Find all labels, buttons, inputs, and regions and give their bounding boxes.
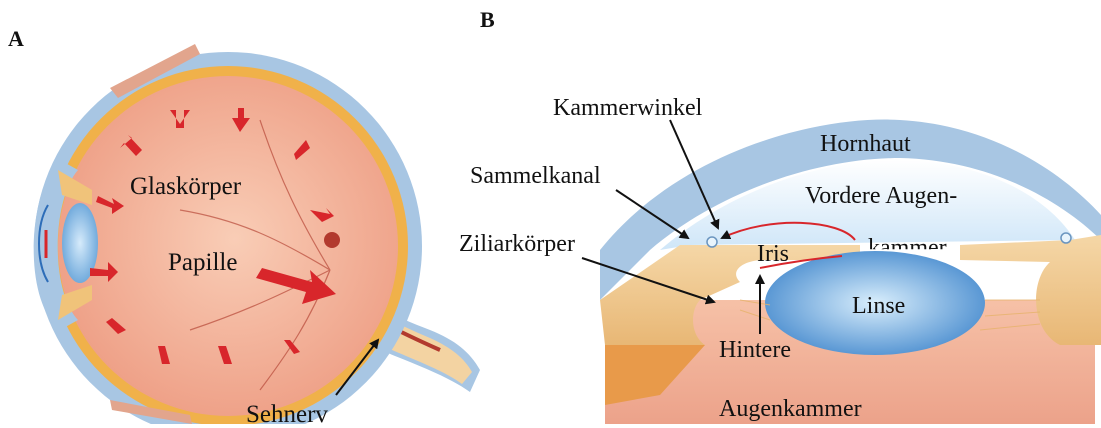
label-posterior-chamber-line2: Augenkammer (719, 397, 862, 421)
vitreous-body (58, 76, 398, 416)
collecting-canal (707, 237, 717, 247)
label-optic-nerve: Sehnerv (246, 402, 328, 427)
label-lens: Linse (852, 294, 905, 318)
label-ciliary-body: Ziliarkörper (459, 232, 575, 256)
label-iris: Iris (757, 242, 789, 266)
label-cornea: Hornhaut (820, 132, 911, 156)
label-anterior-chamber-line1: Vordere Augen- (805, 184, 957, 208)
label-vitreous: Glaskörper (130, 174, 241, 199)
label-collecting-canal: Sammelkanal (470, 164, 601, 188)
label-chamber-angle: Kammerwinkel (553, 96, 702, 120)
label-posterior-chamber-line1: Hintere (719, 338, 791, 362)
label-papilla: Papille (168, 250, 237, 275)
panel-a-illustration (34, 44, 480, 424)
panel-letter-a: A (8, 28, 24, 50)
papilla-spot (324, 232, 340, 248)
panel-letter-b: B (480, 9, 495, 31)
collecting-canal-right (1061, 233, 1071, 243)
panel-b-illustration (582, 120, 1101, 424)
